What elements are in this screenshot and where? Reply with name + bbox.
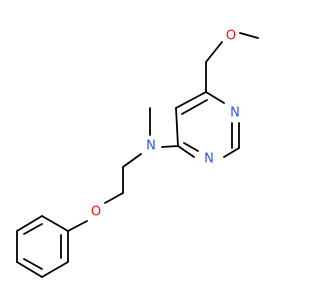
bond-ph-1 [41, 215, 69, 232]
bond-ph-4 [16, 261, 43, 278]
bond-o-phenyl [67, 220, 88, 232]
bond-c5-c6-b [181, 99, 208, 115]
bond-n-ch2 [122, 153, 142, 168]
bond-c2-n3 [223, 147, 240, 158]
bond-c6-n1 [205, 91, 225, 104]
bond-methyl-o [239, 32, 259, 39]
structure-diagram: O N N N O [16, 29, 259, 278]
bond-ph-5 [41, 261, 69, 278]
atom-o-methoxy: O [226, 29, 236, 44]
atom-n-amine: N [146, 139, 156, 154]
bond-c4-n [161, 145, 179, 148]
bond-ch2-o [104, 192, 124, 204]
atom-n-ring-3: N [204, 152, 214, 167]
bond-n3-c4 [177, 145, 195, 158]
bond-c4-c5 [175, 107, 179, 147]
bond-c5-c6-a [175, 91, 207, 109]
bond-o-ch2 [205, 41, 223, 63]
atom-o-phenoxy: O [91, 205, 101, 220]
molecule-canvas: O N N N O [16, 29, 259, 278]
atom-n-ring-1: N [230, 106, 240, 121]
bond-n3-c4-inner [183, 142, 199, 152]
bond-ph-4-inner [23, 258, 43, 270]
bond-ph-2-inner [23, 223, 43, 235]
bond-ph-2 [16, 215, 43, 232]
